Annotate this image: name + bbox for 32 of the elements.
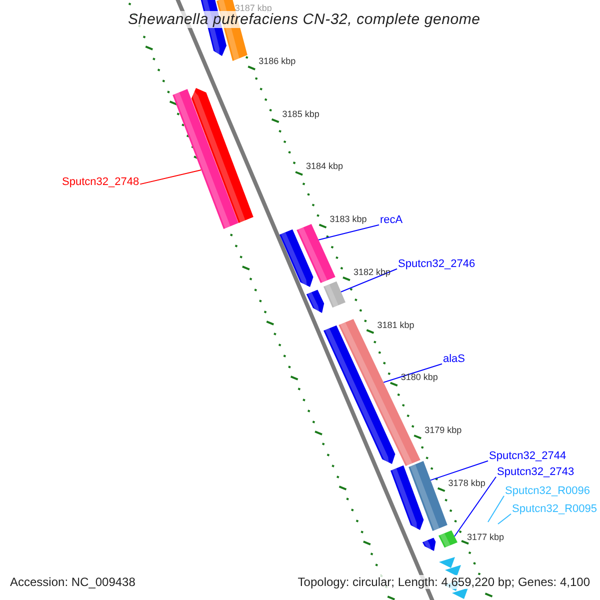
gene-feature [324, 281, 346, 308]
leader-line [498, 513, 512, 524]
gene-label: alaS [443, 354, 466, 365]
gene-feature [338, 319, 420, 466]
leader-line [318, 224, 380, 240]
accession-text: Accession: NC_009438 [8, 575, 138, 589]
gene-label: Sputcn32_R0096 [505, 486, 590, 497]
tick-label: 3181 kbp [377, 320, 414, 330]
gene-label: recA [380, 215, 403, 226]
tick-label: 3187 kbp [234, 4, 272, 14]
gene-label: Sputcn32_2744 [489, 451, 566, 462]
tick-label: 3183 kbp [330, 215, 367, 224]
gene-feature [408, 461, 448, 531]
tick-label: 3184 kbp [306, 162, 344, 172]
gene-feature [438, 530, 458, 548]
leader-line [140, 170, 202, 185]
tick-label: 3182 kbp [354, 268, 391, 277]
gene-label: Sputcn32_2746 [398, 259, 476, 270]
leader-line [454, 476, 496, 537]
gene-feature [296, 224, 336, 283]
gene-label: Sputcn32_2743 [497, 467, 574, 478]
tick-label: 3177 kbp [467, 533, 504, 542]
gene-label: Sputcn32_2748 [62, 177, 140, 188]
tick-label: 3180 kbp [400, 373, 438, 382]
leader-line [430, 460, 488, 481]
gene-label: Sputcn32_R0095 [512, 504, 598, 515]
leader-line [340, 268, 398, 292]
gene-feature [172, 89, 238, 229]
leader-line [383, 363, 442, 383]
leader-line [488, 495, 504, 522]
genome-info-text: Topology: circular; Length: 4,659,220 bp; Genes: 4,100 [296, 575, 592, 589]
tick-label: 3185 kbp [282, 110, 320, 119]
